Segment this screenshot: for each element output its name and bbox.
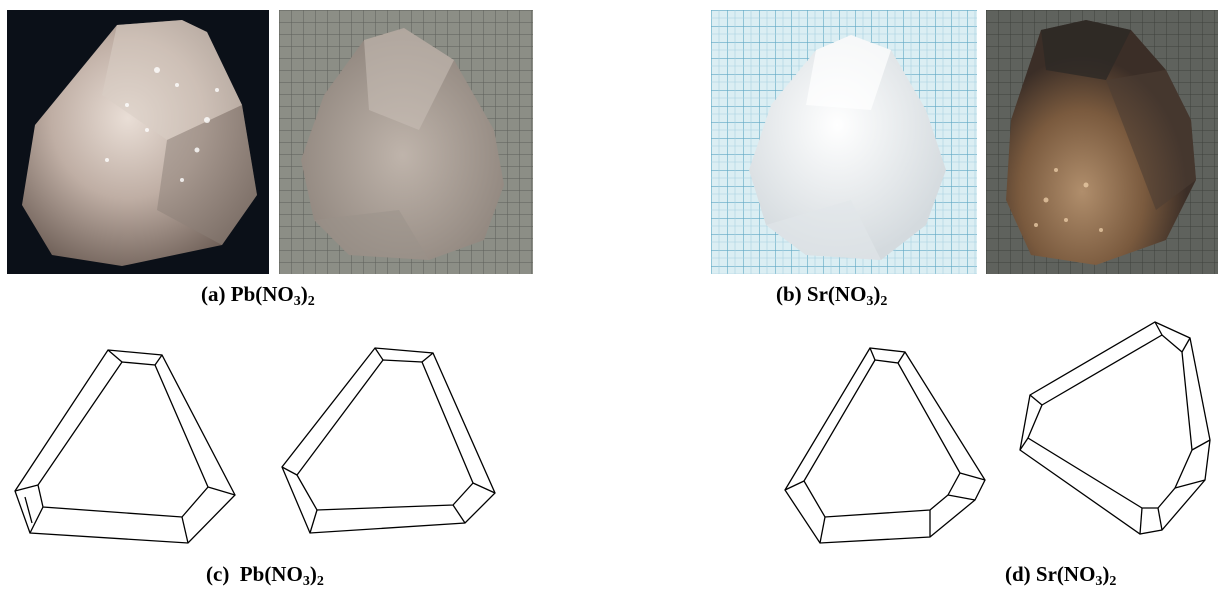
photo-pb-crystal-grid <box>279 10 533 274</box>
crystal-sketch-pb-1 <box>10 345 240 550</box>
caption-d: (d) Sr(NO3)2 <box>1005 562 1117 589</box>
caption-b: (b) Sr(NO3)2 <box>776 282 888 309</box>
photo-sr-crystal-grid <box>711 10 977 274</box>
caption-a: (a) Pb(NO3)2 <box>201 282 315 309</box>
caption-c: (c) Pb(NO3)2 <box>206 562 324 589</box>
crystal-sketch-pb-2 <box>275 345 505 550</box>
photo-pb-crystal-dark <box>7 10 269 274</box>
crystal-sketch-sr-2 <box>1010 320 1218 540</box>
crystal-sketch-sr-1 <box>780 345 1005 550</box>
photo-sr-crystal-dark <box>986 10 1218 274</box>
